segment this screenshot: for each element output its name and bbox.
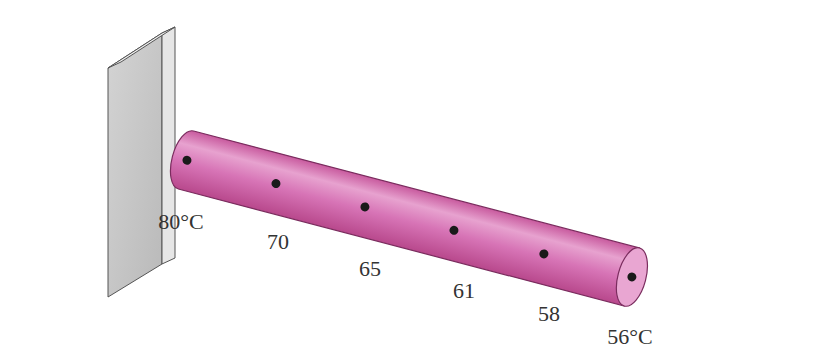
temperature-label: 80°C [158, 211, 203, 233]
temperature-label: 65 [359, 258, 381, 280]
measure-dots [181, 155, 637, 283]
temperature-label: 61 [453, 280, 475, 302]
temperature-label: 58 [538, 303, 560, 325]
temperature-label: 56°C [607, 326, 652, 348]
wall [108, 27, 175, 297]
rod [165, 127, 653, 309]
temperature-label: 70 [267, 231, 289, 253]
